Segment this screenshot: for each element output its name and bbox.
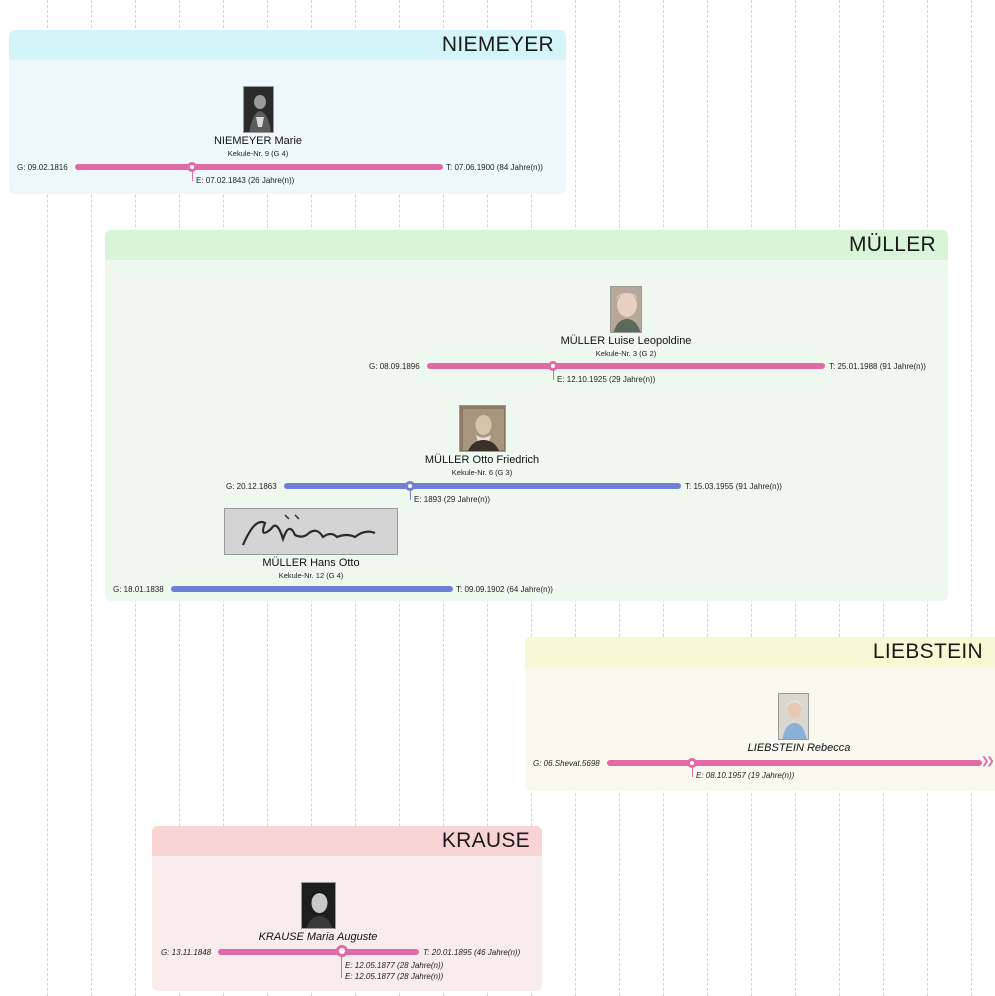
marriage-label: E: 1893 (29 Jahre(n)): [414, 495, 491, 504]
event-marker[interactable]: [548, 361, 558, 371]
event-marker[interactable]: [187, 162, 197, 172]
family-name: MÜLLER: [849, 233, 936, 256]
marriage-label: E: 08.10.1957 (19 Jahre(n)): [696, 771, 795, 780]
event-marker[interactable]: [336, 945, 348, 957]
life-bar[interactable]: [75, 164, 443, 170]
birth-label: G: 09.02.1816: [17, 163, 68, 172]
kekule-number: Kekule-Nr. 12 (G 4): [278, 571, 344, 580]
life-bar[interactable]: [284, 483, 681, 489]
life-bar[interactable]: [607, 760, 982, 766]
grid-line: [47, 0, 48, 996]
death-label: T: 09.09.1902 (64 Jahre(n)): [456, 585, 553, 594]
marriage-label: E: 12.05.1877 (28 Jahre(n)): [345, 961, 444, 970]
family-card-krause: KRAUSE: [152, 826, 542, 991]
kekule-number: Kekule-Nr. 9 (G 4): [227, 149, 289, 158]
event-tick: [553, 368, 554, 380]
grid-line: [971, 0, 972, 996]
death-label: T: 15.03.1955 (91 Jahre(n)): [685, 482, 782, 491]
family-name: LIEBSTEIN: [872, 640, 983, 663]
family-header: MÜLLER: [105, 230, 948, 260]
family-header: KRAUSE: [152, 826, 542, 856]
marriage-label: E: 07.02.1843 (26 Jahre(n)): [196, 176, 295, 185]
death-label: T: 25.01.1988 (91 Jahre(n)): [829, 362, 926, 371]
person-photo[interactable]: [243, 86, 274, 133]
person-name[interactable]: MÜLLER Luise Leopoldine: [560, 335, 692, 347]
signature-image[interactable]: [224, 508, 398, 555]
person-photo[interactable]: [459, 405, 506, 452]
family-header: LIEBSTEIN: [525, 637, 995, 667]
marriage-label: E: 12.05.1877 (28 Jahre(n)): [345, 972, 444, 981]
birth-label: G: 13.11.1848: [161, 948, 212, 957]
birth-label: G: 06.Shevat.5698: [533, 759, 600, 768]
person-name[interactable]: KRAUSE Maria Auguste: [258, 931, 378, 943]
birth-label: G: 18.01.1838: [113, 585, 164, 594]
person-photo[interactable]: [778, 693, 809, 740]
death-label: T: 07.06.1900 (84 Jahre(n)): [446, 163, 543, 172]
person-name[interactable]: LIEBSTEIN Rebecca: [747, 742, 851, 754]
person-photo[interactable]: [301, 882, 336, 929]
family-card-mueller: MÜLLER: [105, 230, 948, 601]
life-bar[interactable]: [171, 586, 453, 592]
marriage-label: E: 12.10.1925 (29 Jahre(n)): [557, 375, 656, 384]
event-tick: [410, 488, 411, 500]
person-name[interactable]: MÜLLER Otto Friedrich: [424, 454, 540, 466]
event-tick: [692, 765, 693, 777]
grid-line: [91, 0, 92, 996]
person-photo[interactable]: [610, 286, 642, 333]
family-header: NIEMEYER: [9, 30, 566, 60]
birth-label: G: 08.09.1896: [369, 362, 420, 371]
family-name: NIEMEYER: [441, 33, 554, 56]
life-bar[interactable]: [427, 363, 825, 369]
life-bar[interactable]: [218, 949, 419, 955]
event-tick: [192, 169, 193, 181]
double-chevron-right-icon: ❯❯: [981, 756, 995, 767]
death-label: T: 20.01.1895 (46 Jahre(n)): [423, 948, 521, 957]
birth-label: G: 20.12.1863: [226, 482, 277, 491]
kekule-number: Kekule-Nr. 3 (G 2): [595, 349, 657, 358]
event-tick: [341, 954, 342, 978]
person-name[interactable]: NIEMEYER Marie: [213, 135, 303, 147]
event-marker[interactable]: [405, 481, 415, 491]
family-name: KRAUSE: [441, 829, 530, 852]
family-card-niemeyer: NIEMEYER: [9, 30, 566, 194]
event-marker[interactable]: [687, 758, 697, 768]
kekule-number: Kekule-Nr. 6 (G 3): [451, 468, 513, 477]
family-card-liebstein: LIEBSTEIN: [525, 637, 995, 791]
person-name[interactable]: MÜLLER Hans Otto: [262, 557, 360, 569]
